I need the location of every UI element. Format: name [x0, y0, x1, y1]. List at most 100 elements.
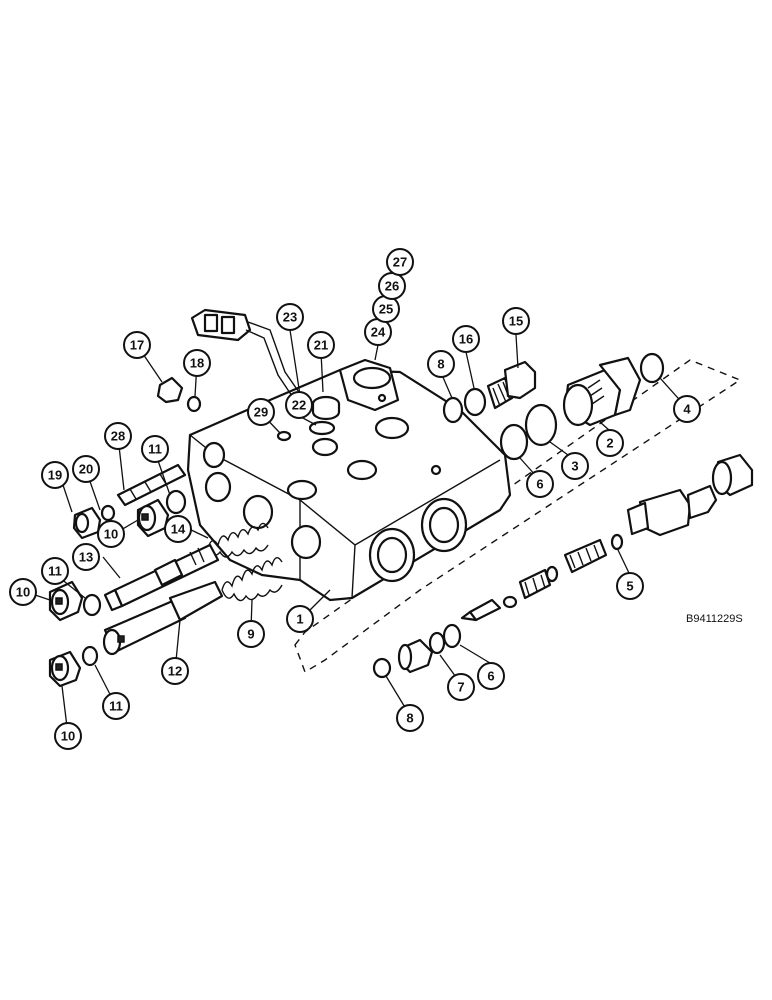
- spring-9: [221, 557, 283, 602]
- callout-8-lower: 8: [396, 704, 424, 732]
- svg-text:18: 18: [190, 356, 204, 371]
- cartridge-5: [460, 453, 754, 622]
- spool-12: [102, 580, 224, 656]
- callout-5: 5: [616, 572, 644, 600]
- callout-1: 1: [286, 605, 314, 633]
- svg-text:7: 7: [457, 680, 464, 695]
- svg-text:29: 29: [254, 405, 268, 420]
- callout-12: 12: [161, 657, 189, 685]
- callout-21: 21: [307, 331, 335, 359]
- callout-24: 24: [364, 318, 392, 346]
- svg-text:17: 17: [130, 338, 144, 353]
- spool-28: [116, 463, 187, 507]
- callout-23: 23: [276, 303, 304, 331]
- callout-29: 29: [247, 398, 275, 426]
- svg-text:11: 11: [109, 699, 123, 714]
- svg-text:16: 16: [459, 332, 473, 347]
- svg-text:1: 1: [296, 612, 303, 627]
- svg-text:9: 9: [247, 627, 254, 642]
- plug-10-middle: [48, 580, 84, 622]
- svg-text:10: 10: [104, 527, 118, 542]
- plug-10-lower: [48, 650, 82, 688]
- o-ring-11-lower: [81, 645, 99, 667]
- o-ring-6-lower: [442, 623, 462, 649]
- o-ring-18: [186, 395, 202, 413]
- svg-text:14: 14: [171, 522, 186, 537]
- svg-text:22: 22: [292, 398, 306, 413]
- o-ring-3: [524, 403, 558, 447]
- spool-13: [103, 543, 220, 612]
- callout-28: 28: [104, 422, 132, 450]
- callout-10-upper: 10: [97, 520, 125, 548]
- callout-26: 26: [378, 272, 406, 300]
- callout-3: 3: [561, 452, 589, 480]
- callout-13: 13: [72, 543, 100, 571]
- figure-code: B9411229S: [686, 613, 743, 625]
- svg-text:23: 23: [283, 310, 297, 325]
- callout-6-lower: 6: [477, 662, 505, 690]
- callout-18: 18: [183, 349, 211, 377]
- svg-text:20: 20: [79, 462, 93, 477]
- o-ring-16: [463, 387, 487, 417]
- o-ring-8-upper: [442, 396, 464, 424]
- svg-text:24: 24: [371, 325, 386, 340]
- svg-text:8: 8: [437, 357, 444, 372]
- svg-text:11: 11: [48, 564, 62, 579]
- callout-11-upper: 11: [141, 435, 169, 463]
- o-ring-11-upper: [165, 489, 187, 515]
- plug-19: [72, 506, 102, 540]
- o-ring-20: [100, 504, 116, 522]
- svg-text:6: 6: [536, 477, 543, 492]
- callout-4: 4: [673, 395, 701, 423]
- electrical-connector: [190, 308, 304, 403]
- callout-19: 19: [41, 461, 69, 489]
- callout-27: 27: [386, 248, 414, 276]
- svg-text:12: 12: [168, 664, 182, 679]
- o-ring-6-upper: [499, 423, 529, 461]
- plug-7: [397, 638, 434, 674]
- callout-16: 16: [452, 325, 480, 353]
- svg-text:10: 10: [61, 729, 75, 744]
- callout-20: 20: [72, 455, 100, 483]
- valve-body: [186, 358, 512, 602]
- svg-text:11: 11: [148, 442, 162, 457]
- callout-22: 22: [285, 391, 313, 419]
- callout-17: 17: [123, 331, 151, 359]
- svg-text:15: 15: [509, 314, 523, 329]
- callout-8-upper: 8: [427, 350, 455, 378]
- spring-14: [207, 522, 269, 558]
- svg-text:13: 13: [79, 550, 93, 565]
- plug-10-upper: [136, 498, 170, 538]
- callout-10-middle: 10: [9, 578, 37, 606]
- svg-text:25: 25: [379, 302, 393, 317]
- svg-text:5: 5: [626, 579, 633, 594]
- callout-11-lower: 11: [102, 692, 130, 720]
- callout-6-upper: 6: [526, 470, 554, 498]
- svg-text:6: 6: [487, 669, 494, 684]
- plug-2: [562, 356, 642, 427]
- callout-15: 15: [502, 307, 530, 335]
- plug-17: [156, 376, 184, 404]
- callout-10-lower: 10: [54, 722, 82, 750]
- callout-2: 2: [596, 429, 624, 457]
- pin-29: [276, 430, 292, 442]
- o-ring-11-middle: [82, 593, 102, 617]
- svg-text:4: 4: [683, 402, 691, 417]
- o-ring-4: [639, 352, 665, 384]
- o-ring-7: [428, 631, 446, 655]
- svg-text:3: 3: [571, 459, 578, 474]
- svg-text:26: 26: [385, 279, 399, 294]
- callout-9: 9: [237, 620, 265, 648]
- fitting-15: [486, 360, 537, 410]
- callout-11-middle: 11: [41, 557, 69, 585]
- o-ring-8-lower: [372, 657, 392, 679]
- svg-text:8: 8: [406, 711, 413, 726]
- svg-text:27: 27: [393, 255, 407, 270]
- svg-text:10: 10: [16, 585, 30, 600]
- svg-text:21: 21: [314, 338, 328, 353]
- svg-text:19: 19: [48, 468, 62, 483]
- callout-25: 25: [372, 295, 400, 323]
- cap-21: [311, 395, 341, 421]
- callout-14: 14: [164, 515, 192, 543]
